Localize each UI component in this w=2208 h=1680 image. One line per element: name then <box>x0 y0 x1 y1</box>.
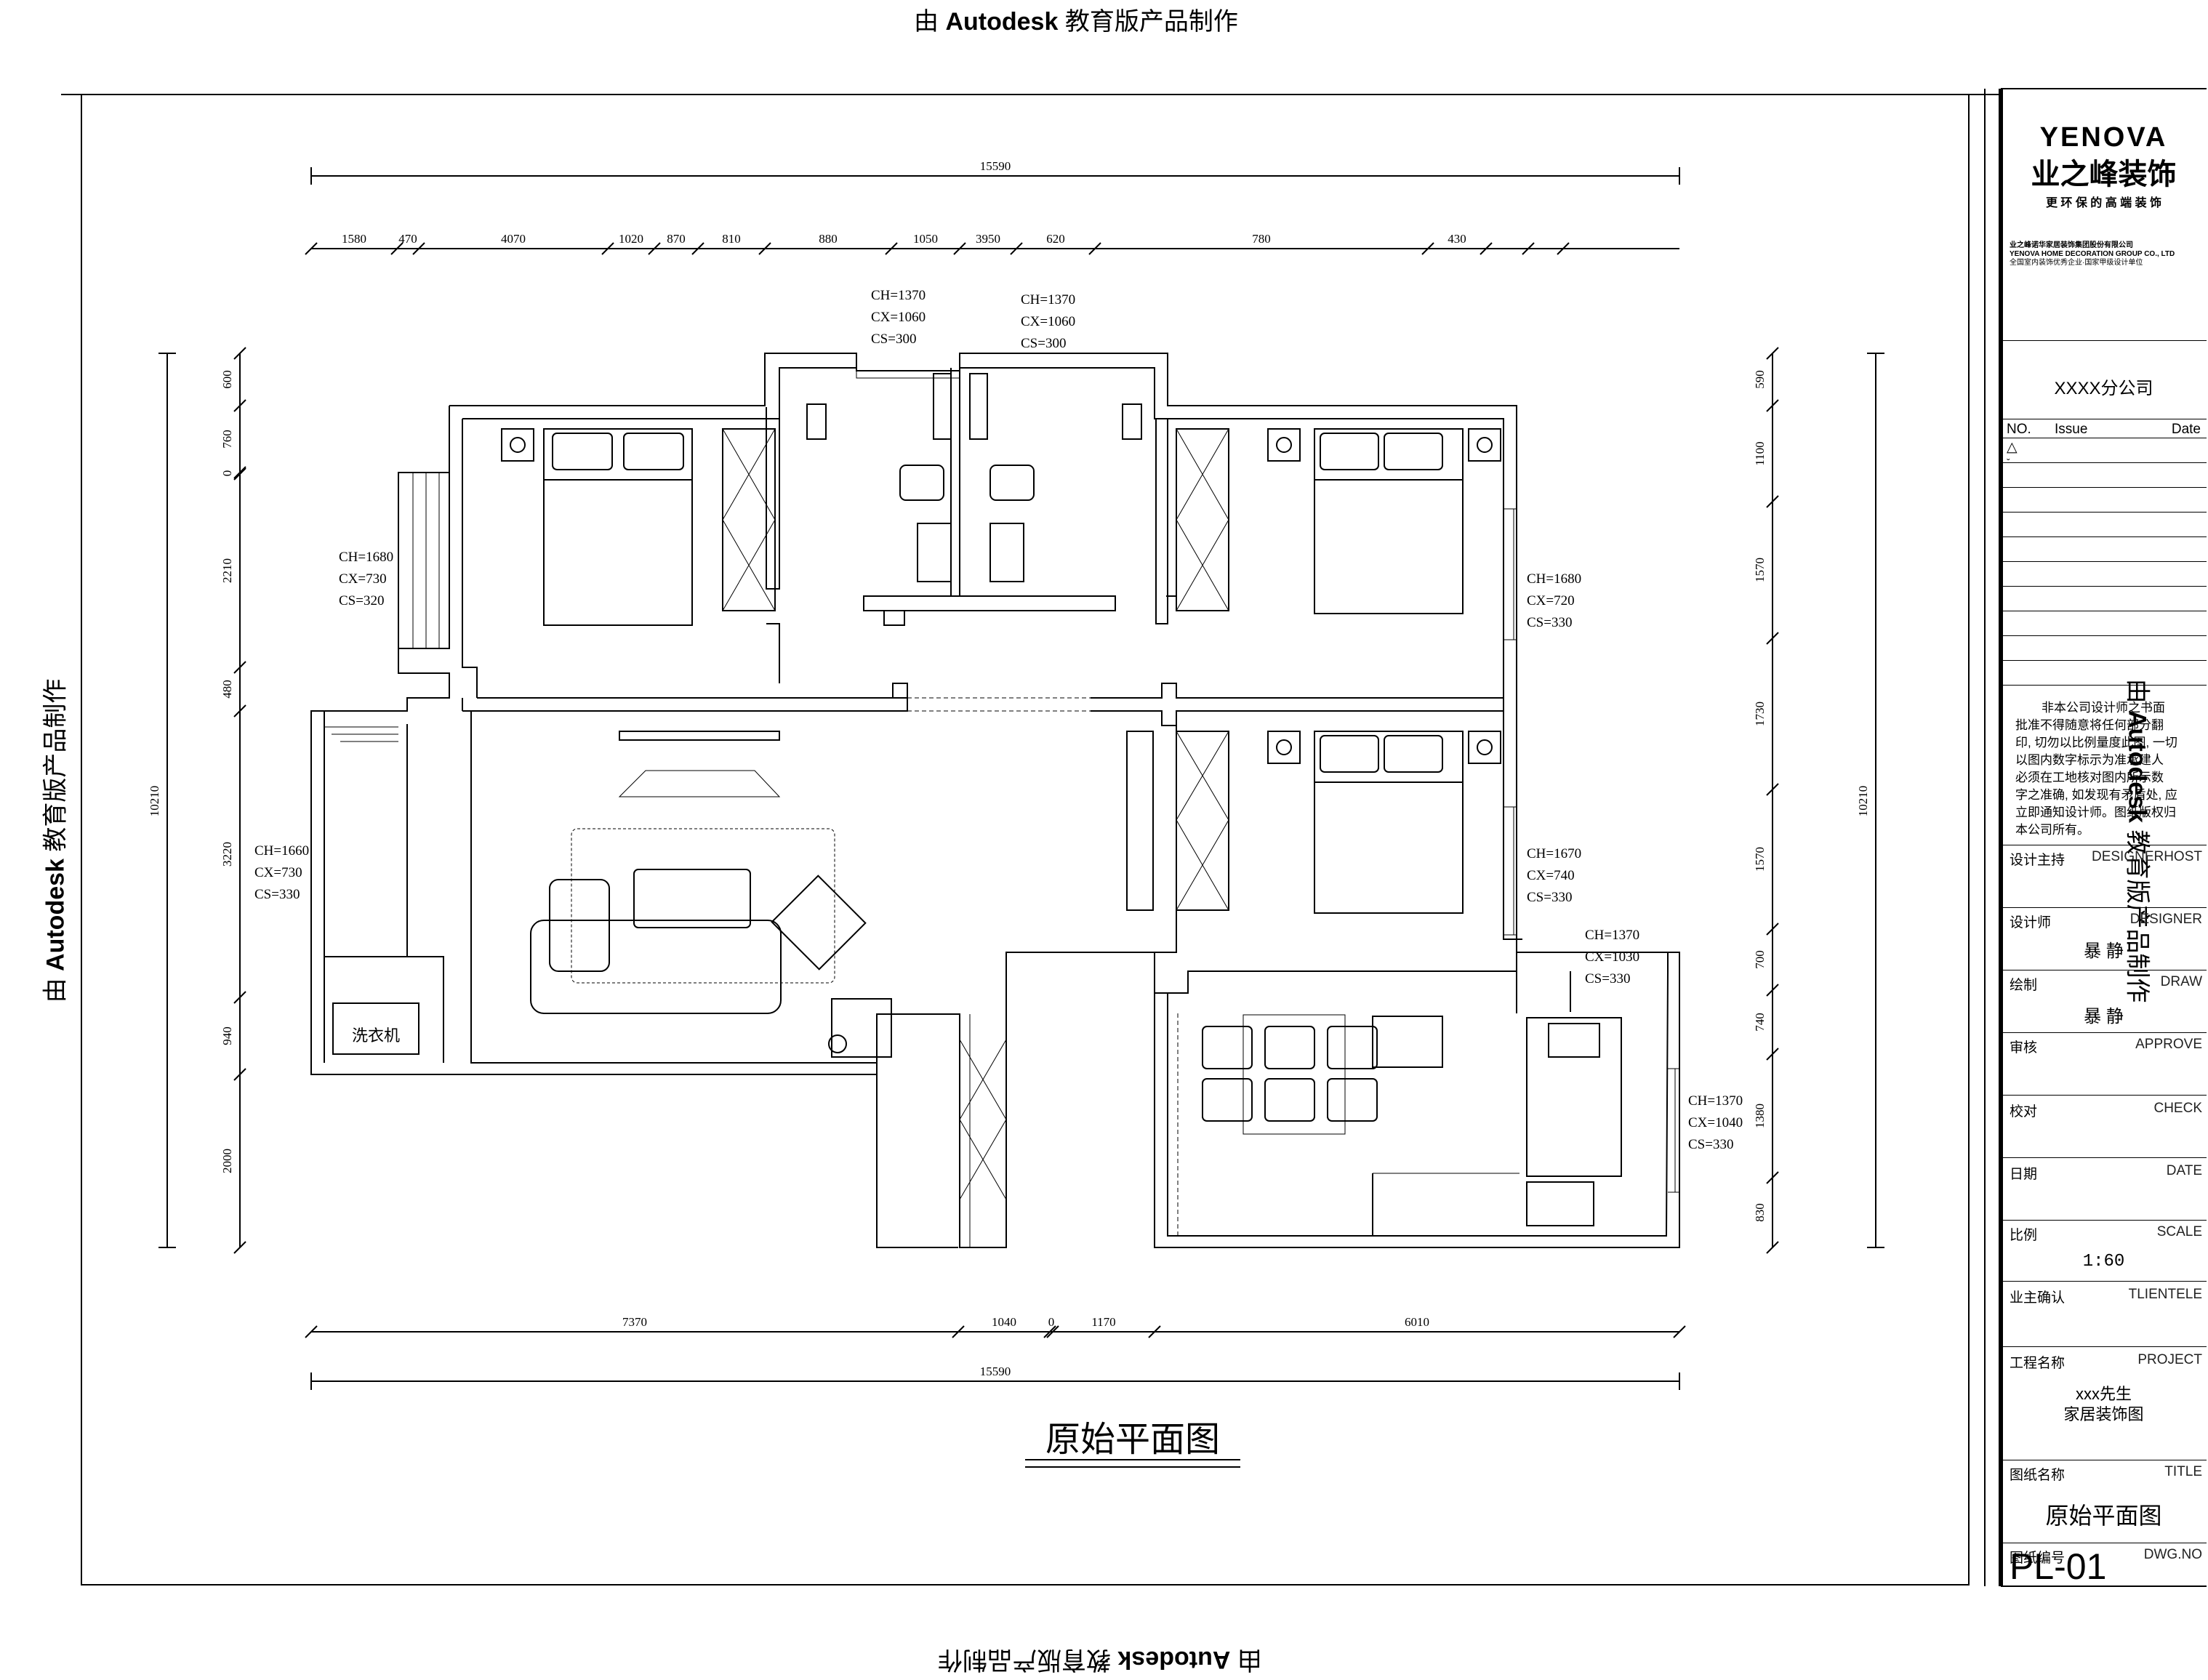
left-dim-1: 760 <box>220 430 234 449</box>
svg-text:CH=1680: CH=1680 <box>339 550 393 565</box>
svg-text:CX=720: CX=720 <box>1527 593 1575 608</box>
right-dim-5: 700 <box>1753 950 1767 969</box>
logo: YENOVA 业之峰装饰 更 环 保 的 高 端 装 饰 <box>2001 122 2207 210</box>
left-dim-0: 600 <box>220 370 234 389</box>
bottom-dim-1: 1040 <box>992 1315 1016 1329</box>
window-note-living: CH=1660 CX=730 CS=330 <box>254 843 309 902</box>
top-dim-1: 470 <box>398 232 417 246</box>
svg-text:CH=1660: CH=1660 <box>254 843 309 859</box>
svg-text:CH=1370: CH=1370 <box>1021 292 1075 308</box>
svg-text:CH=1370: CH=1370 <box>1585 928 1639 943</box>
svg-text:CX=1060: CX=1060 <box>871 310 926 325</box>
washer-label: 洗衣机 <box>352 1026 400 1045</box>
svg-text:CS=330: CS=330 <box>254 887 300 902</box>
svg-text:CH=1680: CH=1680 <box>1527 571 1581 587</box>
right-dim-3: 1730 <box>1753 702 1767 726</box>
top-dim-10: 780 <box>1252 232 1271 246</box>
drawing-title-value: 原始平面图 <box>2045 1503 2162 1529</box>
left-dim-4: 480 <box>220 680 234 699</box>
top-dim-4: 870 <box>667 232 686 246</box>
window-note-bed-right2: CH=1670 CX=740 CS=330 <box>1527 846 1581 905</box>
svg-text:CS=330: CS=330 <box>1688 1137 1733 1152</box>
right-dim-2: 1570 <box>1753 558 1767 582</box>
right-dim-6: 740 <box>1753 1013 1767 1032</box>
svg-text:CH=1370: CH=1370 <box>1688 1093 1743 1109</box>
svg-text:CX=730: CX=730 <box>254 865 302 880</box>
top-dim-5: 810 <box>722 232 741 246</box>
svg-text:CS=320: CS=320 <box>339 593 384 608</box>
top-dim-7: 1050 <box>913 232 938 246</box>
right-dim-1: 1100 <box>1753 441 1767 465</box>
right-dim-4: 1570 <box>1753 847 1767 872</box>
left-dim-2: 0 <box>220 470 234 477</box>
title-block: YENOVA 业之峰装饰 更 环 保 的 高 端 装 饰 业之峰诺华家居装饰集团… <box>2001 89 2207 1587</box>
svg-text:CS=330: CS=330 <box>1527 890 1572 905</box>
window-note-bath1: CH=1370 CX=1060 CS=300 <box>871 288 926 347</box>
project-line1: xxx先生 <box>2075 1385 2132 1403</box>
svg-text:CX=730: CX=730 <box>339 571 387 587</box>
right-dim-8: 830 <box>1753 1203 1767 1222</box>
svg-text:CX=1060: CX=1060 <box>1021 314 1075 329</box>
left-dim-7: 2000 <box>220 1149 234 1173</box>
svg-text:CX=1030: CX=1030 <box>1585 949 1639 965</box>
left-dim-6: 940 <box>220 1026 234 1045</box>
top-dim-8: 3950 <box>976 232 1000 246</box>
logo-en: YENOVA <box>2039 122 2168 153</box>
top-dim-2: 4070 <box>501 232 526 246</box>
left-overall-dim: 10210 <box>148 786 161 817</box>
svg-text:CX=740: CX=740 <box>1527 868 1575 883</box>
svg-text:CS=330: CS=330 <box>1527 615 1572 630</box>
window-note-kitchen-right: CH=1370 CX=1040 CS=330 <box>1688 1093 1743 1152</box>
svg-text:CS=300: CS=300 <box>871 331 916 347</box>
logo-cn: 业之峰装饰 <box>2031 158 2177 190</box>
designer-value: 暴 静 <box>2084 941 2124 961</box>
top-overall-dim: 15590 <box>980 159 1011 173</box>
top-dim-0: 1580 <box>342 232 366 246</box>
branch-name: XXXX分公司 <box>2054 379 2153 398</box>
top-dim-11: 430 <box>1448 232 1466 246</box>
svg-text:CH=1370: CH=1370 <box>871 288 926 303</box>
draw-value: 暴 静 <box>2084 1007 2124 1026</box>
window-note-kitchen-top: CH=1370 CX=1030 CS=330 <box>1585 928 1639 986</box>
top-dim-9: 620 <box>1046 232 1065 246</box>
project-line2: 家居装饰图 <box>2063 1405 2144 1423</box>
bottom-dim-3: 1170 <box>1091 1315 1115 1329</box>
bottom-dim-4: 6010 <box>1405 1315 1429 1329</box>
logo-slogan: 更 环 保 的 高 端 装 饰 <box>2045 197 2162 209</box>
left-dim-5: 3220 <box>220 842 234 867</box>
notice-text: 非本公司设计师之书面 批准不得随意将任何部分翻 印, 切勿以比例量度此图, 一切… <box>2015 701 2177 837</box>
right-dim-0: 590 <box>1753 370 1767 389</box>
top-dim-3: 1020 <box>619 232 643 246</box>
company-small: 业之峰诺华家居装饰集团股份有限公司 YENOVA HOME DECORATION… <box>2010 241 2175 267</box>
svg-text:CS=330: CS=330 <box>1585 971 1630 986</box>
watermark-top: 由 Autodesk 教育版产品制作 <box>914 8 1238 36</box>
bottom-overall-dim: 15590 <box>980 1365 1011 1378</box>
svg-text:CH=1670: CH=1670 <box>1527 846 1581 861</box>
svg-text:CS=300: CS=300 <box>1021 336 1066 351</box>
drawing-number: PL-01 <box>2010 1546 2107 1587</box>
bottom-dim-0: 7370 <box>622 1315 647 1329</box>
window-note-bath2: CH=1370 CX=1060 CS=300 <box>1021 292 1075 351</box>
issue-table: NO. Issue Date △ ˇ <box>2001 420 2207 689</box>
right-dim-7: 1380 <box>1753 1104 1767 1128</box>
window-note-bed-right: CH=1680 CX=720 CS=330 <box>1527 571 1581 630</box>
window-note-bed-left: CH=1680 CX=730 CS=320 <box>339 550 393 608</box>
right-overall-dim: 10210 <box>1856 786 1870 817</box>
svg-text:CX=1040: CX=1040 <box>1688 1115 1743 1130</box>
left-dim-3: 2210 <box>220 558 234 583</box>
bottom-dim-2: 0 <box>1048 1315 1055 1329</box>
scale-value: 1:60 <box>2082 1252 2125 1271</box>
plan-title: 原始平面图 <box>1045 1420 1220 1459</box>
top-dim-6: 880 <box>819 232 838 246</box>
